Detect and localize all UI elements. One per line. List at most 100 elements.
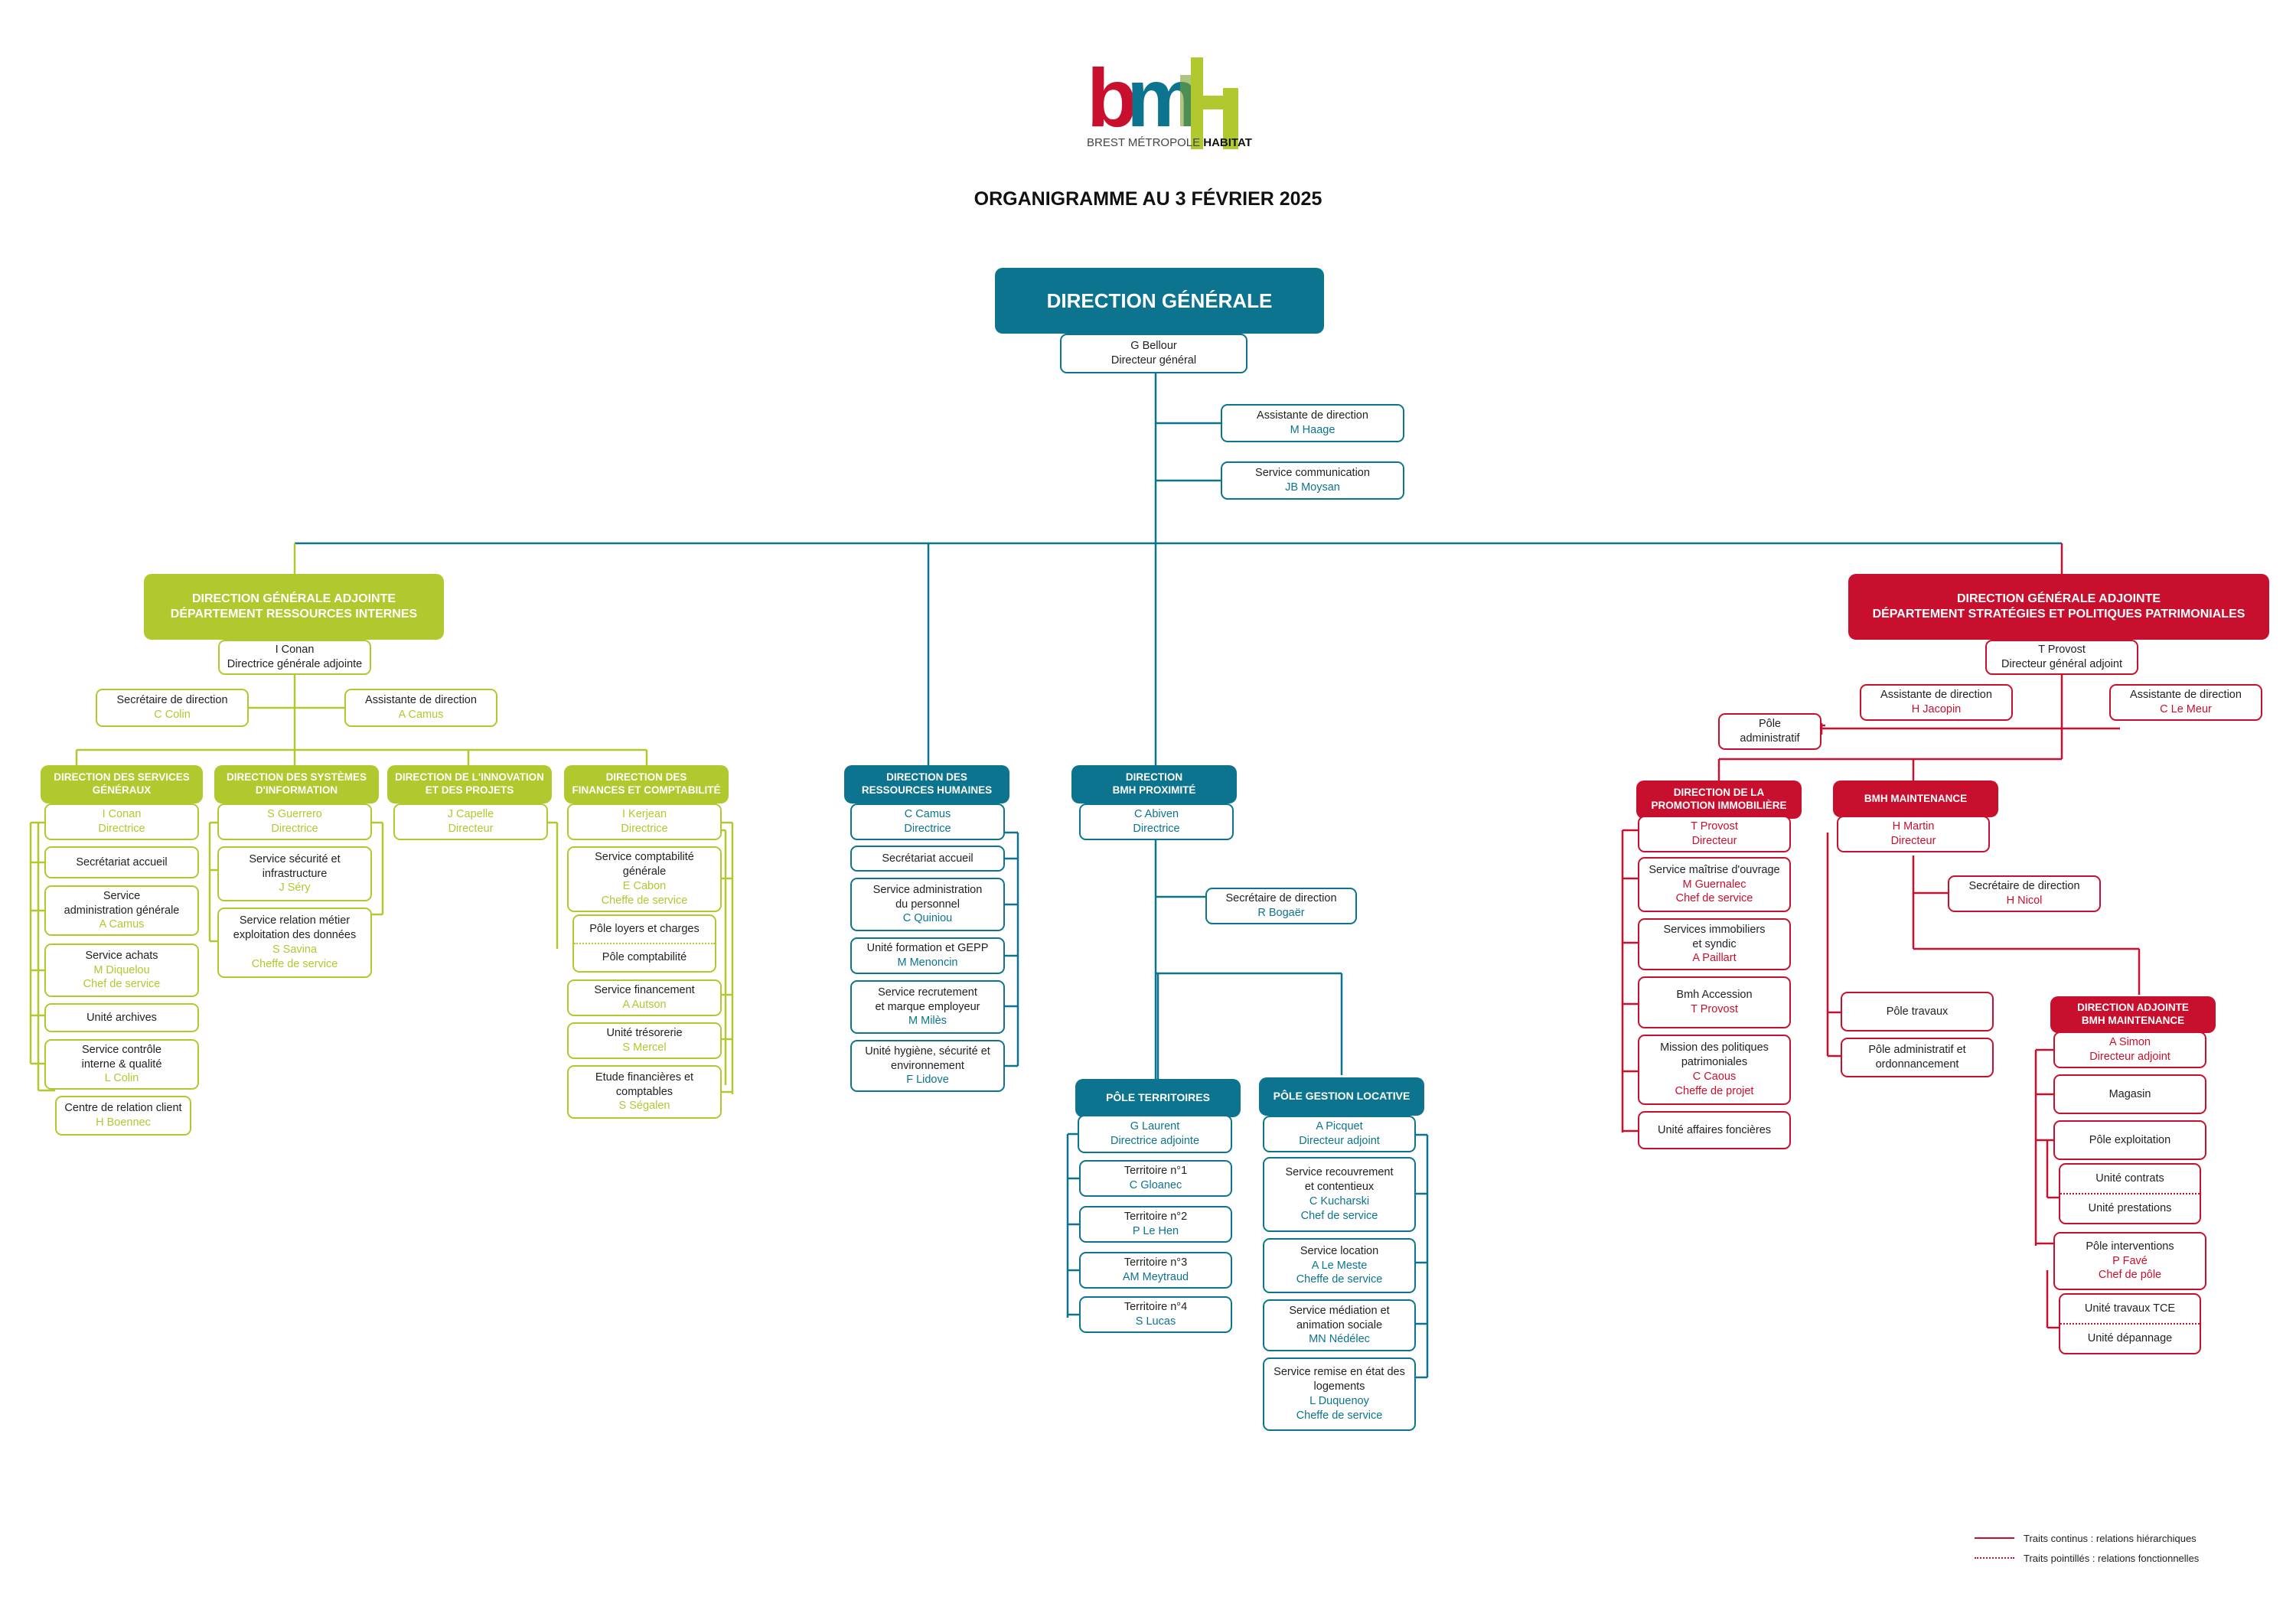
item-title: Unité archives [86, 1011, 157, 1024]
person-name: S Guerrero [267, 808, 322, 821]
item-role: Cheffe de service [251, 957, 338, 970]
dsg-item: Secrétariat accueil [44, 846, 199, 878]
bmh-logo-graphic: b m [1087, 51, 1238, 149]
item-title: Territoire n°2 [1124, 1211, 1188, 1224]
dotted-line-swatch [1975, 1557, 2014, 1559]
dga-ri-secretaire: Secrétaire de direction C Colin [96, 689, 249, 727]
item-name: L Colin [104, 1072, 139, 1085]
dsg-header: DIRECTION DES SERVICES GÉNÉRAUX [41, 765, 203, 803]
dg-person: G Bellour Directeur général [1060, 334, 1247, 373]
adj-person: A Simon Directeur adjoint [2053, 1031, 2206, 1068]
dsi-header: DIRECTION DES SYSTÈMES D'INFORMATION [214, 765, 379, 803]
dbp-secretaire: Secrétaire de direction R Bogaër [1205, 888, 1357, 924]
item-title: Assistante de direction [365, 694, 477, 707]
item-title: Unité affaires foncières [1657, 1123, 1772, 1136]
gestion-item: Service médiation et animation sociale M… [1263, 1299, 1416, 1351]
person-name: H Martin [1892, 820, 1935, 833]
drh-item: Service recrutement et marque employeur … [850, 980, 1005, 1034]
dpi-item: Service maîtrise d'ouvrage M Guernalec C… [1638, 857, 1791, 912]
person-title: Directrice [98, 823, 145, 835]
dga-ri-person: I Conan Directrice générale adjointe [218, 640, 371, 675]
legend-dotted: Traits pointillés : relations fonctionne… [1975, 1548, 2199, 1568]
item-name: M Menoncin [897, 957, 958, 969]
gestion-item: Service recouvrement et contentieux C Ku… [1263, 1157, 1416, 1232]
item-title: Centre de relation client [64, 1102, 182, 1115]
person-name: J Capelle [447, 808, 494, 821]
dfc-item: Service financement A Autson [567, 979, 722, 1016]
person-name: G Bellour [1130, 340, 1177, 353]
person-title: Directrice [271, 823, 318, 835]
header-line1: DIRECTION DES [886, 771, 967, 784]
item-title: Unité trésorerie [606, 1027, 683, 1040]
dfc-poles: Pôle loyers et charges Pôle comptabilité [572, 914, 716, 973]
adj-interventions: Pôle interventions P Favé Chef de pôle [2053, 1232, 2206, 1290]
adj-exploitation: Pôle exploitation [2053, 1120, 2206, 1160]
item-title: Pôle exploitation [2089, 1133, 2171, 1146]
dsg-item: Service contrôle interne & qualité L Col… [44, 1039, 199, 1090]
item-title: Service comptabilité générale [595, 851, 694, 878]
adj-intervention-units: Unité travaux TCE Unité dépannage [2059, 1293, 2201, 1354]
item-name: R Bogaër [1257, 907, 1305, 919]
item-title: Service achats [85, 949, 158, 962]
item-name: T Provost [1691, 1003, 1738, 1015]
item-name: MN Nédélec [1309, 1333, 1370, 1346]
logo-line1: BREST MÉTROPOLE [1087, 136, 1201, 149]
territoires-header: PÔLE TERRITOIRES [1075, 1079, 1241, 1117]
header-label: PÔLE GESTION LOCATIVE [1273, 1090, 1411, 1103]
unite-prestations: Unité prestations [2060, 1193, 2200, 1223]
drh-header: DIRECTION DES RESSOURCES HUMAINES [844, 765, 1009, 803]
drh-item: Unité hygiène, sécurité et environnement… [850, 1040, 1005, 1092]
drh-item: Service administration du personnel C Qu… [850, 878, 1005, 931]
item-title: Bmh Accession [1676, 989, 1753, 1002]
item-name: S Ségalen [618, 1100, 670, 1113]
item-name: J Séry [279, 882, 311, 895]
header-line1: DIRECTION GÉNÉRALE ADJOINTE [1956, 592, 2161, 605]
item-name: M Diquelou [93, 963, 150, 976]
person-title: Directrice générale adjointe [227, 658, 363, 670]
territoire-item: Territoire n°1 C Gloanec [1079, 1160, 1232, 1197]
item-title: Secrétaire de direction [1225, 892, 1337, 905]
legend-solid-label: Traits continus : relations hiérarchique… [2024, 1532, 2197, 1544]
dpi-person: T Provost Directeur [1638, 816, 1791, 852]
item-title: Secrétaire de direction [116, 694, 228, 707]
bmh-logo: b m BREST MÉTROPOLE HABITAT [1087, 51, 1252, 161]
unite-depannage: Unité dépannage [2060, 1323, 2200, 1353]
logo-caption: BREST MÉTROPOLE HABITAT [1087, 136, 1252, 149]
person-title: Directeur [448, 823, 494, 835]
header-line1: DIRECTION GÉNÉRALE ADJOINTE [191, 592, 396, 605]
header-line1: DIRECTION DE LA [1673, 787, 1765, 799]
item-title: Magasin [2108, 1087, 2151, 1100]
item-title: Territoire n°4 [1124, 1301, 1188, 1314]
maint-person: H Martin Directeur [1837, 816, 1990, 852]
item-name: C Quiniou [902, 912, 953, 925]
item-name: H Nicol [2006, 895, 2043, 907]
territoire-item: Territoire n°2 P Le Hen [1079, 1206, 1232, 1243]
adj-exploitation-units: Unité contrats Unité prestations [2059, 1163, 2201, 1224]
header-line2: RESSOURCES HUMAINES [861, 784, 993, 796]
dga-sp-assistante1: Assistante de direction H Jacopin [1860, 684, 2013, 721]
person-title: Directeur [1890, 835, 1936, 847]
person-title: Directeur [1691, 835, 1737, 847]
item-title: Service recouvrement et contentieux [1285, 1166, 1394, 1194]
item-name: A Camus [99, 918, 145, 931]
header-line2: BMH PROXIMITÉ [1112, 784, 1196, 796]
item-title: Service contrôle interne & qualité [81, 1043, 162, 1071]
gestion-item: Service location A Le Meste Cheffe de se… [1263, 1238, 1416, 1293]
logo-line2: HABITAT [1203, 136, 1252, 149]
dsg-item: Unité archives [44, 1003, 199, 1032]
person-title: Directeur général [1110, 354, 1197, 367]
item-role: Cheffe de service [1296, 1273, 1383, 1286]
drh-person: C Camus Directrice [850, 803, 1005, 840]
item-title: Pôle travaux [1886, 1005, 1949, 1018]
dga-ri-assistante: Assistante de direction A Camus [344, 689, 497, 727]
item-title: Unité hygiène, sécurité et environnement [865, 1045, 990, 1072]
dsg-item: Centre de relation client H Boennec [55, 1096, 191, 1136]
item-title: Service administration générale [64, 889, 180, 917]
dsi-item: Service sécurité et infrastructure J Sér… [217, 846, 372, 901]
gestion-item: Service remise en état des logements L D… [1263, 1357, 1416, 1431]
item-role: Chef de service [83, 978, 161, 991]
item-name: M Milès [908, 1015, 947, 1028]
person-name: C Abiven [1133, 808, 1179, 821]
dbp-header: DIRECTION BMH PROXIMITÉ [1071, 765, 1237, 803]
